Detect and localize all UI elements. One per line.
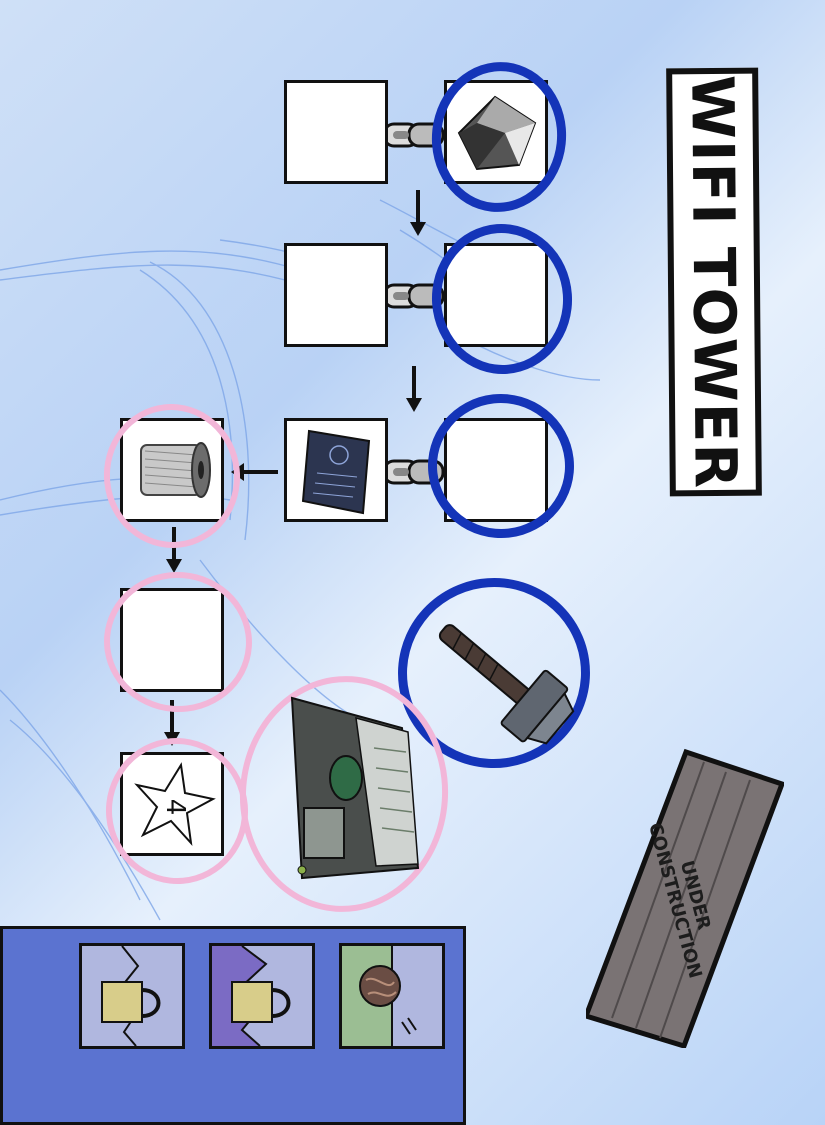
component-slot-empty[interactable] xyxy=(444,243,548,347)
padlock-icon xyxy=(212,946,291,1046)
chain-link-icon xyxy=(382,459,445,485)
arrow-down-icon xyxy=(166,527,182,573)
padlock-tile[interactable] xyxy=(79,943,185,1049)
title-text: WIFI TOWER xyxy=(678,74,750,490)
yarn-knot-icon xyxy=(342,946,417,1046)
chain-link-icon xyxy=(382,122,445,148)
machinery-icon[interactable] xyxy=(282,688,428,888)
base-slot-empty[interactable] xyxy=(284,243,388,347)
component-slot-crystal[interactable] xyxy=(444,80,548,184)
chain-link-icon xyxy=(382,283,445,309)
wooden-plank-icon xyxy=(586,748,784,1048)
star-card-label: 4 xyxy=(160,799,190,816)
arrow-down-icon xyxy=(406,366,422,412)
result-slot-empty[interactable] xyxy=(120,588,224,692)
padlock-tile-purple[interactable] xyxy=(209,943,315,1049)
inventory-tray xyxy=(0,926,466,1125)
hammer-icon[interactable] xyxy=(412,596,582,756)
crystal-gem-icon xyxy=(457,95,537,171)
under-construction-sign: UNDER CONSTRUCTION xyxy=(586,748,784,1048)
base-slot-circuit[interactable] xyxy=(284,418,388,522)
title-banner: WIFI TOWER xyxy=(666,67,762,497)
knot-tile[interactable] xyxy=(339,943,445,1049)
arrow-down-icon xyxy=(410,190,426,236)
circuit-board-icon xyxy=(301,429,371,515)
result-slot-star[interactable]: 4 xyxy=(120,752,224,856)
padlock-icon xyxy=(82,946,161,1046)
result-slot-wire[interactable] xyxy=(120,418,224,522)
component-slot-empty[interactable] xyxy=(444,418,548,522)
star-card-icon: 4 xyxy=(134,762,216,847)
wire-spool-icon xyxy=(140,442,211,498)
arrow-left-icon xyxy=(231,463,278,481)
arrow-down-icon xyxy=(164,700,180,746)
base-slot-empty[interactable] xyxy=(284,80,388,184)
